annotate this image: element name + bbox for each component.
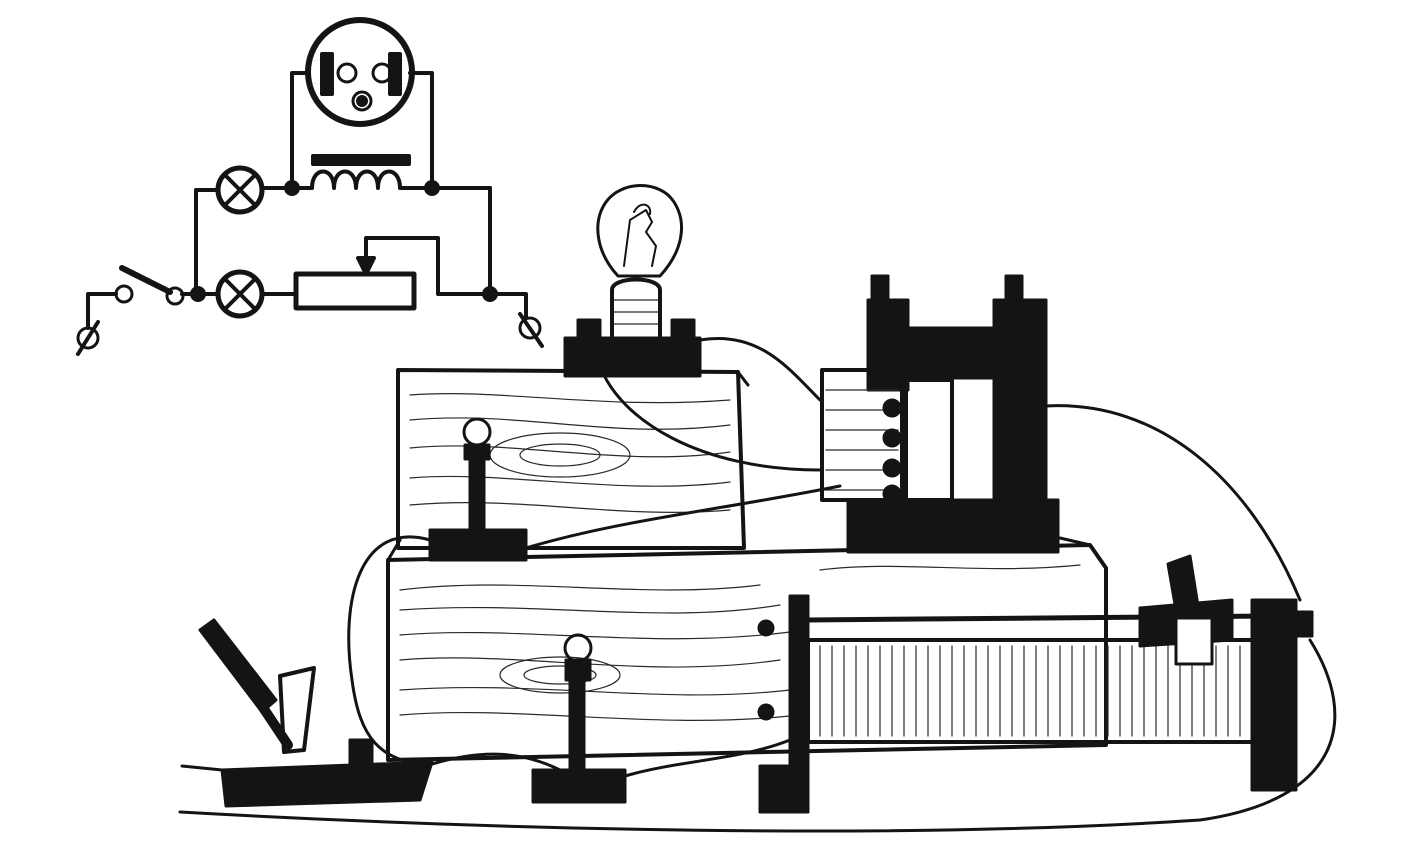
coil-core-bar bbox=[311, 154, 411, 166]
small-lamp-lower bbox=[531, 633, 627, 804]
bulb bbox=[596, 184, 683, 278]
lamp-holder bbox=[563, 277, 702, 378]
terminal-symbol-left bbox=[76, 320, 100, 356]
lamp-symbol-lower bbox=[215, 269, 265, 319]
lamp-symbol-upper bbox=[215, 165, 265, 215]
sliding-contact bbox=[1138, 554, 1234, 666]
small-lamp-upper bbox=[428, 417, 528, 562]
wooden-base bbox=[386, 536, 1108, 762]
apparatus-wires bbox=[178, 337, 1337, 833]
rheostat-coil bbox=[757, 594, 1314, 814]
meter-dial-symbol bbox=[305, 17, 415, 127]
wooden-box bbox=[396, 368, 750, 550]
rheostat-symbol bbox=[293, 236, 492, 311]
electromagnet bbox=[820, 274, 1060, 554]
switch-symbol bbox=[114, 265, 185, 306]
knife-switch bbox=[198, 618, 434, 808]
apparatus-drawing bbox=[178, 184, 1337, 833]
coil-symbol bbox=[290, 169, 434, 190]
circuit-schematic bbox=[76, 17, 544, 356]
terminal-symbol-right bbox=[518, 312, 544, 348]
